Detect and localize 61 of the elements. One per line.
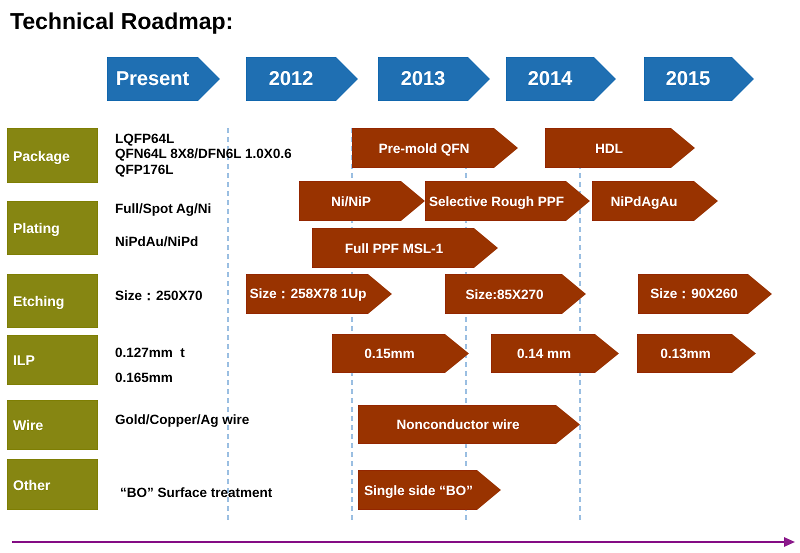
- milestone-block: [358, 470, 501, 510]
- milestone-block: [545, 128, 695, 168]
- label-text: Other: [13, 476, 50, 492]
- milestone-block: [638, 274, 772, 314]
- label-text: 2012: [268, 68, 314, 90]
- category-box: [7, 274, 98, 328]
- row-description: Gold/Copper/Ag wire: [115, 412, 250, 427]
- row-description: 0.127mm t: [115, 345, 185, 360]
- row-description: QFN64L 8X8/DFN6L 1.0X0.6: [115, 146, 292, 161]
- label-text: Size：258X78 1Up: [250, 285, 366, 303]
- label-text: Selective Rough PPF: [428, 194, 564, 208]
- title: Technical Roadmap:: [10, 8, 234, 35]
- milestone-block: [332, 334, 469, 373]
- label-text: Wire: [13, 417, 44, 433]
- row-description: 0.165mm: [115, 370, 173, 385]
- year-header-block: [378, 57, 490, 101]
- row-description: QFP176L: [115, 162, 174, 177]
- row-description: NiPdAu/NiPd: [115, 234, 198, 249]
- milestone-block: [358, 405, 580, 444]
- label-text: Pre-mold QFN: [378, 140, 470, 156]
- milestone-block: [312, 228, 498, 268]
- label-text: 0.14 mm: [516, 346, 572, 361]
- year-header-block: [107, 57, 220, 101]
- milestone-block: [445, 274, 586, 314]
- category-box: [7, 459, 98, 510]
- label-text: Present: [116, 68, 190, 90]
- year-header-block: [246, 57, 358, 101]
- label-text: Package: [13, 148, 70, 164]
- row-description: Full/Spot Ag/Ni: [115, 201, 212, 216]
- label-text: NiPdAgAu: [610, 194, 678, 208]
- label-text: 2015: [666, 68, 710, 90]
- label-text: 2013: [400, 68, 446, 90]
- category-box: [7, 128, 98, 183]
- label-text: Etching: [13, 293, 64, 309]
- row-description: “BO” Surface treatment: [120, 485, 272, 500]
- category-box: [7, 201, 98, 255]
- label-text: Single side “BO”: [364, 482, 473, 498]
- label-text: 2014: [528, 68, 572, 90]
- label-text: Size：90X260: [650, 285, 738, 303]
- category-box: [7, 400, 98, 450]
- row-description: Size：250X70: [115, 287, 203, 305]
- label-text: Size:85X270: [465, 286, 544, 302]
- label-text: Full PPF MSL-1: [344, 240, 444, 256]
- label-text: Plating: [13, 220, 60, 236]
- year-header-block: [506, 57, 616, 101]
- row-description: LQFP64L: [115, 131, 174, 146]
- label-text: Nonconductor wire: [396, 417, 520, 432]
- milestone-block: [246, 274, 392, 314]
- label-text: 0.13mm: [660, 346, 711, 361]
- milestone-block: [637, 334, 756, 373]
- milestone-block: [491, 334, 619, 373]
- label-text: 0.15mm: [364, 346, 415, 361]
- category-box: [7, 335, 98, 385]
- milestone-block: [592, 181, 718, 221]
- milestone-block: [299, 181, 425, 221]
- year-header-block: [644, 57, 754, 101]
- milestone-block: [425, 181, 590, 221]
- milestone-block: [352, 128, 518, 168]
- label-text: Ni/NiP: [331, 194, 371, 208]
- label-text: ILP: [13, 352, 35, 368]
- label-text: HDL: [595, 140, 623, 156]
